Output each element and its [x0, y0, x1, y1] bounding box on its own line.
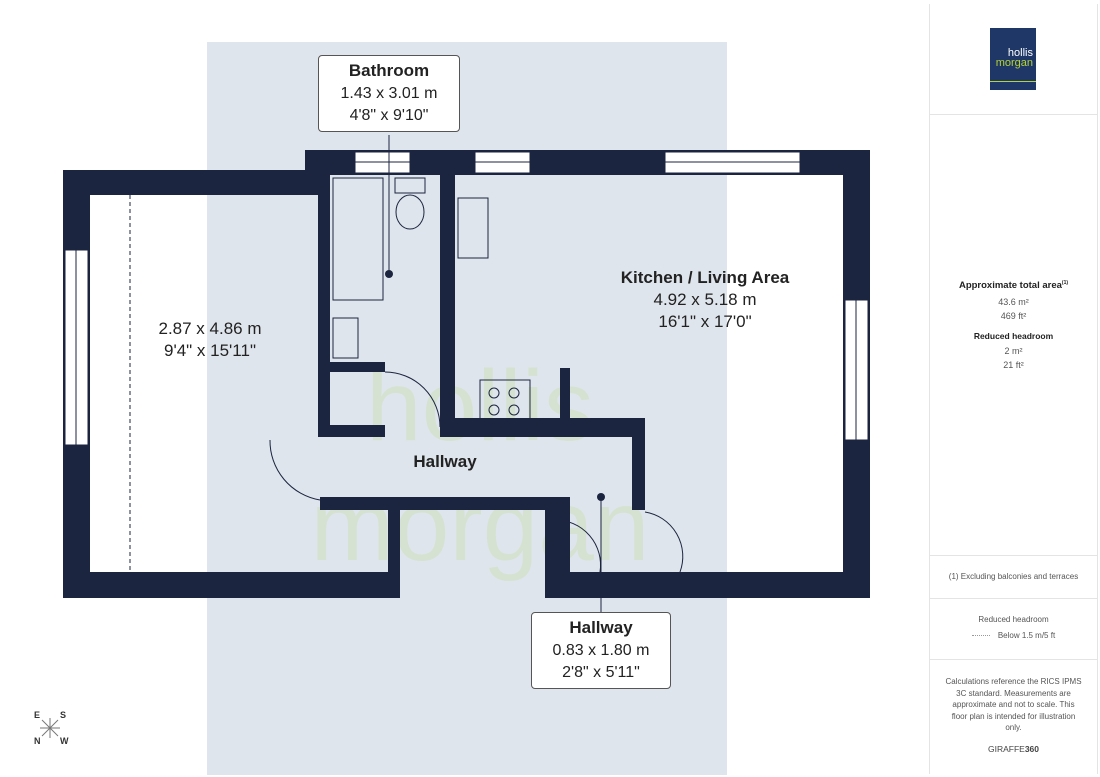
legend: Reduced headroom Below 1.5 m/5 ft	[930, 598, 1097, 659]
room-label-bedroom: 2.87 x 4.86 m 9'4" x 15'11"	[158, 319, 262, 360]
windows	[64, 151, 869, 446]
compass-icon: E S N W	[34, 710, 69, 746]
logo: hollis morgan	[990, 28, 1036, 90]
sidebar: hollis morgan Approximate total area(1) …	[929, 4, 1098, 774]
disclaimer: Calculations reference the RICS IPMS 3C …	[930, 659, 1097, 775]
fixtures	[129, 177, 684, 573]
footnote: (1) Excluding balconies and terraces	[930, 555, 1097, 598]
floor-plan: hollis morgan	[63, 42, 870, 775]
area-summary: Approximate total area(1) 43.6 m² 469 ft…	[930, 114, 1097, 555]
room-label-hallway: Hallway	[413, 452, 477, 471]
room-label-kitchen: Kitchen / Living Area 4.92 x 5.18 m 16'1…	[620, 268, 790, 331]
room-label-hallway-small: Hallway 0.83 x 1.80 m 2'8" x 5'11"	[531, 612, 671, 689]
room-label-bathroom: Bathroom 1.43 x 3.01 m 4'8" x 9'10"	[318, 55, 460, 132]
svg-text:morgan: morgan	[310, 470, 649, 582]
